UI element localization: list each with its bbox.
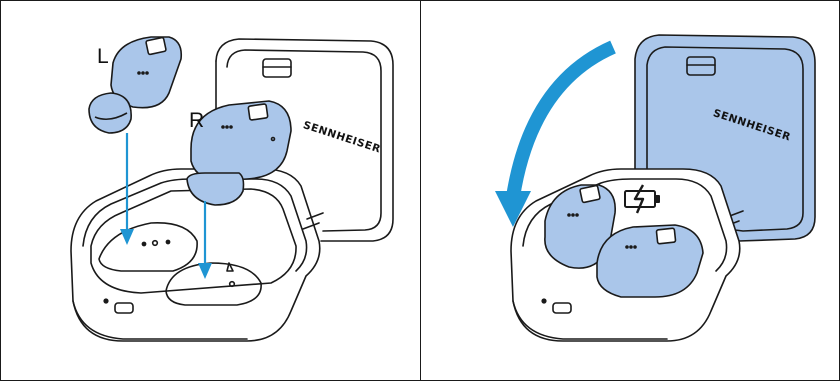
right-earbud-seated (597, 225, 703, 297)
close-lid-illustration: SENNHEISER (421, 1, 840, 382)
step-close-lid-panel: SENNHEISER (420, 0, 840, 381)
left-earbud-label: L (97, 45, 109, 68)
insert-earbuds-illustration: SENNHEISER L R (1, 1, 422, 382)
right-earbud-label: R (189, 109, 204, 132)
step-insert-earbuds-panel: SENNHEISER L R (0, 0, 421, 381)
